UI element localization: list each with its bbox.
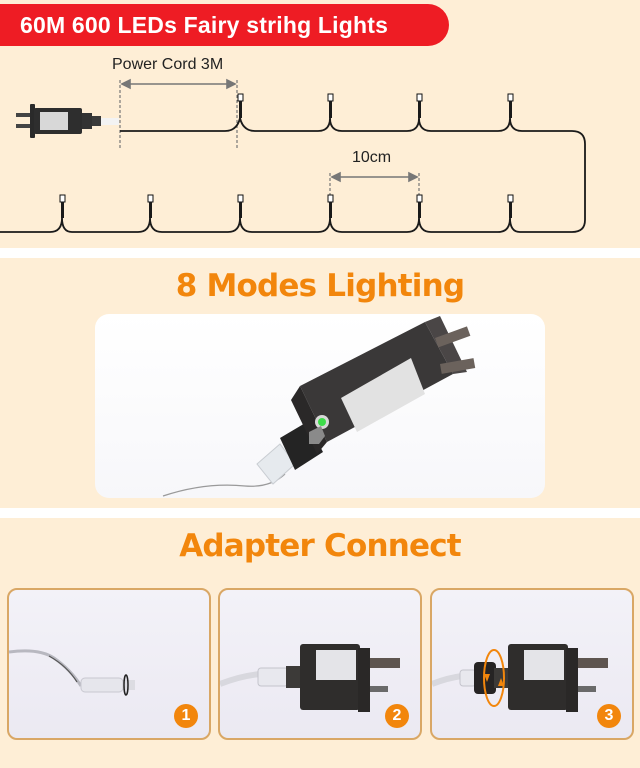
step-1-card: 1 (7, 588, 211, 740)
controller-photo (95, 314, 545, 498)
power-cord-label: Power Cord 3M (112, 56, 224, 73)
dimension-guides (119, 80, 420, 195)
modes-heading: 8 Modes Lighting (175, 268, 465, 304)
bulb-spacing-label: 10cm (352, 149, 392, 166)
controller-adapter-icon (162, 316, 476, 497)
product-title: 60M 600 LEDs Fairy strihg Lights (0, 4, 449, 46)
connector-cable-icon (9, 649, 135, 696)
dimension-arrows (120, 78, 419, 183)
tighten-cap-icon (432, 644, 608, 712)
step-number-badge: 2 (385, 704, 409, 728)
light-string-diagram (0, 78, 586, 233)
step-3-card: 3 (430, 588, 634, 740)
step-number-badge: 3 (597, 704, 621, 728)
plugged-adapter-icon (220, 644, 400, 712)
rotate-arrow-icon (483, 649, 505, 707)
adapter-heading: Adapter Connect (179, 528, 461, 564)
step-2-card: 2 (218, 588, 422, 740)
spec-panel: 60M 600 LEDs Fairy strihg Lights (0, 0, 640, 248)
modes-panel: 8 Modes Lighting (0, 258, 640, 508)
led-bulb-icons (59, 93, 514, 218)
adapter-plug-icon (16, 104, 119, 138)
adapter-panel: Adapter Connect 1 2 (0, 518, 640, 768)
mode-indicator-led (318, 418, 326, 426)
press-hand-icon (309, 426, 325, 444)
step-number-badge: 1 (174, 704, 198, 728)
